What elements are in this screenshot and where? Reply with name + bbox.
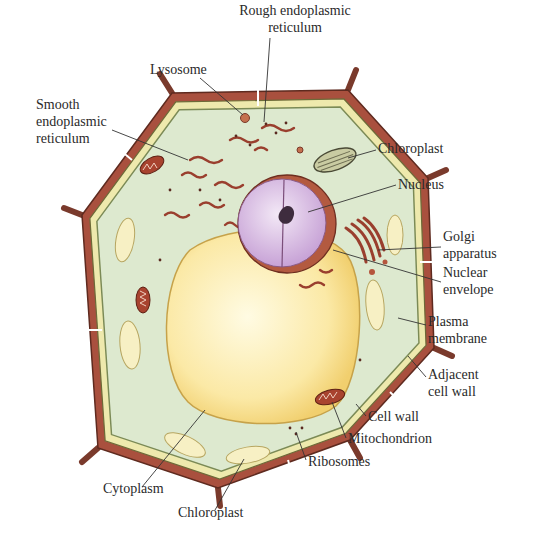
leader-line bbox=[142, 410, 205, 487]
small-vacuole bbox=[112, 217, 137, 263]
chloroplast bbox=[311, 143, 359, 177]
part-label: Rough endoplasmic reticulum bbox=[225, 2, 365, 36]
part-label: Chloroplast bbox=[378, 140, 498, 157]
ribosome bbox=[199, 189, 202, 192]
mitochondria bbox=[136, 152, 346, 407]
plasmodesma bbox=[288, 460, 292, 474]
nuclear-envelope bbox=[238, 175, 336, 273]
plasmodesma bbox=[257, 90, 259, 106]
er-tubule bbox=[182, 173, 206, 178]
golgi-cisterna bbox=[364, 218, 384, 250]
leader-line bbox=[200, 78, 243, 115]
leader-line bbox=[215, 459, 244, 510]
er-tubule bbox=[255, 148, 267, 151]
part-label: Nucleus bbox=[398, 176, 518, 193]
ribosome bbox=[169, 189, 172, 192]
cristae bbox=[319, 392, 337, 400]
plasmodesma bbox=[390, 392, 400, 402]
er-tubule bbox=[262, 125, 294, 131]
small-vacuole bbox=[364, 279, 386, 330]
ribosome bbox=[285, 122, 288, 125]
er-tubule bbox=[215, 182, 243, 188]
leader-line bbox=[378, 247, 441, 250]
ribosomes bbox=[159, 122, 362, 436]
mitochondrion bbox=[137, 152, 167, 177]
leader-line bbox=[398, 318, 426, 325]
golgi-vesicle bbox=[383, 260, 388, 265]
wall-stub bbox=[82, 448, 98, 462]
small-vacuole bbox=[225, 443, 271, 466]
small-vacuole bbox=[161, 428, 208, 463]
nucleolus bbox=[279, 206, 295, 224]
wall-stub bbox=[348, 70, 356, 90]
ribosome bbox=[219, 199, 222, 202]
ribosome bbox=[359, 359, 362, 362]
lysosome bbox=[241, 114, 250, 123]
part-label: Cell wall bbox=[368, 408, 488, 425]
er-tubule bbox=[320, 270, 332, 273]
leader-line bbox=[332, 402, 346, 438]
leader-line bbox=[296, 432, 306, 460]
golgi-vesicle bbox=[369, 269, 375, 275]
thylakoid bbox=[321, 159, 353, 171]
leader-line bbox=[356, 404, 366, 416]
golgi-cisterna bbox=[352, 224, 374, 260]
part-label: Cytoplasm bbox=[103, 480, 223, 497]
leader-line bbox=[408, 356, 426, 377]
ribosome bbox=[249, 144, 252, 147]
vesicle bbox=[297, 147, 303, 153]
part-label: Smooth endoplasmic reticulum bbox=[36, 96, 121, 147]
ribosome bbox=[275, 132, 278, 135]
plasmodesma bbox=[420, 261, 434, 263]
er-tubule bbox=[165, 213, 189, 218]
plasmodesma bbox=[86, 329, 102, 331]
er-tubule bbox=[300, 283, 324, 288]
part-label: Adjacent cell wall bbox=[428, 366, 498, 400]
chloroplast-top bbox=[311, 143, 359, 177]
er-tubule bbox=[230, 138, 258, 143]
ribosome bbox=[235, 135, 238, 138]
part-label: Chloroplast bbox=[178, 504, 298, 521]
ribosome bbox=[159, 259, 162, 262]
part-label: Mitochondrion bbox=[348, 430, 498, 447]
golgi-cisterna bbox=[358, 220, 380, 256]
wall-stub bbox=[64, 208, 82, 215]
er-tubule bbox=[200, 203, 224, 208]
wall-stub bbox=[428, 170, 446, 178]
part-label: Golgi apparatus bbox=[443, 228, 513, 262]
part-label: Nuclear envelope bbox=[443, 264, 513, 298]
wall-stub bbox=[434, 348, 452, 356]
small-vacuole bbox=[118, 320, 142, 370]
nucleus bbox=[238, 179, 326, 267]
cristae bbox=[140, 291, 146, 306]
part-label: Lysosome bbox=[150, 61, 260, 78]
ribosome bbox=[301, 427, 304, 430]
leader-line bbox=[333, 250, 441, 282]
part-label: Ribosomes bbox=[308, 453, 458, 470]
leader-line bbox=[308, 185, 396, 212]
cristae bbox=[143, 163, 157, 170]
mitochondrion bbox=[136, 287, 150, 313]
leader-line bbox=[348, 150, 376, 158]
ribosome bbox=[289, 427, 292, 430]
ribosome bbox=[265, 123, 268, 126]
mitochondrion bbox=[314, 386, 347, 407]
leader-line bbox=[112, 130, 188, 160]
leader-line bbox=[264, 38, 270, 122]
er-tubule bbox=[190, 157, 222, 163]
part-label: Plasma membrane bbox=[428, 313, 508, 347]
plasmodesma bbox=[120, 150, 132, 160]
